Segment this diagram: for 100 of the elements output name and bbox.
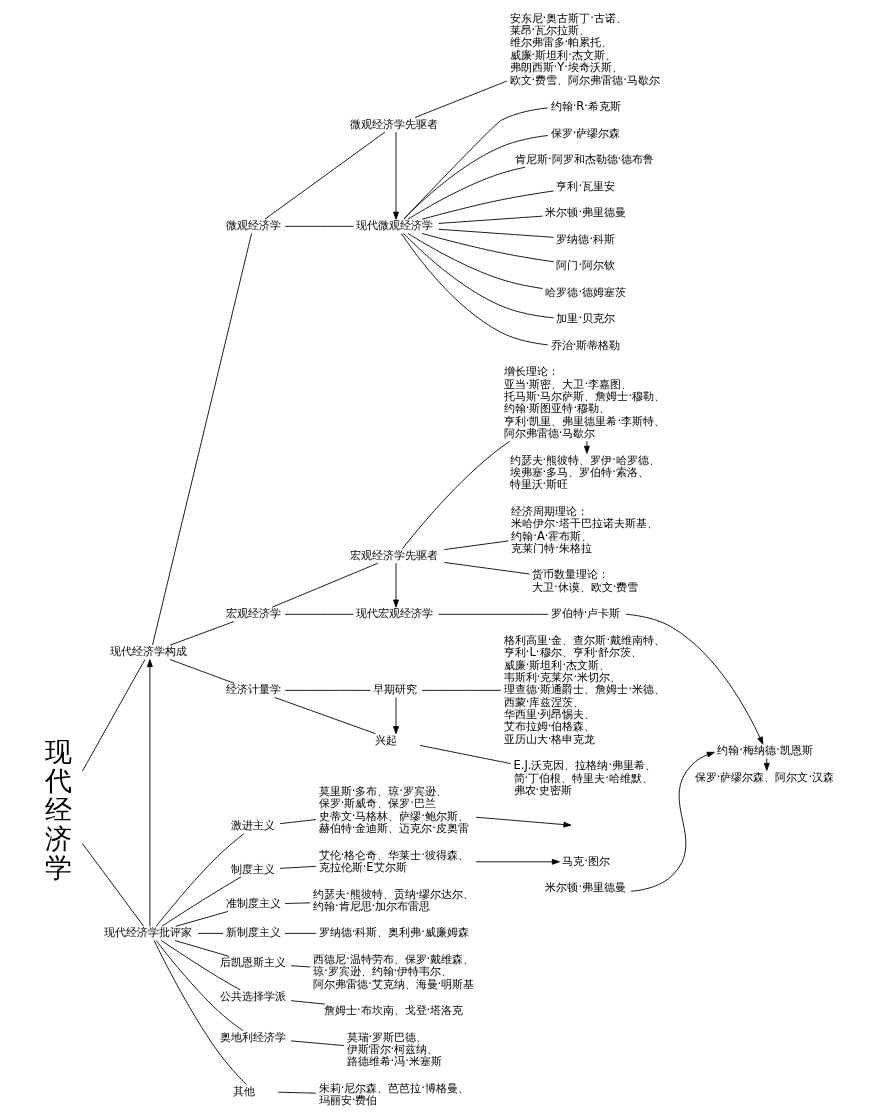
arrow <box>475 816 572 828</box>
connector <box>419 744 512 765</box>
connector <box>284 689 371 691</box>
connector <box>279 819 317 825</box>
connector <box>81 843 145 927</box>
connector <box>271 562 379 608</box>
node-text: 准制度主义 <box>225 896 281 911</box>
arrow <box>475 858 560 865</box>
connector <box>403 233 555 319</box>
connector <box>290 1000 326 1005</box>
connector <box>153 940 247 1085</box>
arrow <box>146 659 153 927</box>
node-text: 罗纳德·科斯、奥利弗·威廉姆森 <box>318 925 469 940</box>
connector <box>161 876 242 927</box>
node-text: 朱莉·尼尔森、芭芭拉·博格曼、玛丽安·费伯 <box>318 1080 469 1108</box>
node-text: 现代经济学 <box>44 735 72 884</box>
arrow <box>393 697 399 735</box>
arrow <box>584 440 590 454</box>
connector <box>277 1091 317 1094</box>
node-text: 约瑟夫·熊彼特、罗伊·哈罗德、埃弗塞·多马、罗伯特·索洛、特里沃·斯旺 <box>509 452 660 492</box>
node-text: 后凯恩斯主义 <box>220 955 287 970</box>
connector <box>414 80 508 118</box>
node-text: 乔治·斯蒂格勒 <box>550 337 621 352</box>
connector <box>284 932 317 934</box>
node-text: 约翰·R·希克斯 <box>550 99 621 114</box>
node-text: 莫里斯·多布、琼·罗宾逊、保罗·斯威奇、保罗·巴兰 史蒂文·马格林、萨缪·鲍尔斯、赫伯特·金迪斯、迈克尔·皮奥雷 <box>318 784 469 836</box>
node-text: 艾伦·格仑奇、华莱士·彼得森、克拉伦斯·E艾尔斯 <box>318 847 469 875</box>
node-text: 保罗·萨缪尔森、阿尔文·汉森 <box>694 769 835 784</box>
connector <box>421 233 555 263</box>
node-text: 兴起 <box>374 732 397 747</box>
connector <box>284 902 311 904</box>
node-text: 加里·贝克尔 <box>556 311 616 326</box>
node-text: 货币数量理论： 大卫·休谟、欧文·费雪 <box>532 567 639 594</box>
node-text: 早期研究 <box>373 682 418 697</box>
connector <box>403 135 549 220</box>
connector <box>438 228 554 238</box>
node-text: 约翰·梅纳德·凯恩斯 <box>717 743 813 758</box>
node-text: 微观经济学先驱者 <box>350 116 439 131</box>
node-text: 其他 <box>232 1083 255 1098</box>
node-text: 制度主义 <box>231 861 276 876</box>
node-text: 安东尼·奥古斯丁·古诺、莱昂·瓦尔拉斯、维尔弗雷多·帕累托、威廉·斯坦利·杰文斯、弗朗西斯·Y·埃奇沃斯、欧文·费雪、阿尔弗雷德·马歇尔 <box>509 10 660 87</box>
node-text: 马克·图尔 <box>562 853 610 868</box>
connector <box>401 440 511 550</box>
connector <box>284 613 354 615</box>
node-text: 阿门·阿尔钦 <box>556 258 616 273</box>
node-text: 新制度主义 <box>225 925 281 940</box>
node-text: 微观经济学 <box>225 218 281 233</box>
arrow <box>393 131 399 220</box>
arrow <box>630 751 715 892</box>
node-text: 经济周期理论： 米哈伊尔·塔干巴拉诺夫斯基、约翰·A·霍布斯、克莱门特·朱格拉 <box>511 503 659 555</box>
connector <box>407 233 544 289</box>
arrow <box>625 613 764 745</box>
connector <box>407 166 526 220</box>
node-text: 增长理论： 亚当·斯密、大卫·李嘉图、托马斯·马尔萨斯、詹姆士·穆勒、约翰·斯图亚特·穆勒、亨利·凯里、弗里德里希·李斯特、阿尔弗雷德·马歇尔 <box>503 364 666 441</box>
node-text: 奥地利经济学 <box>220 1029 287 1044</box>
connector <box>264 131 386 220</box>
connector <box>152 233 252 646</box>
connector <box>290 965 311 968</box>
node-text: 罗纳德·科斯 <box>556 231 616 246</box>
node-text: 宏观经济学 <box>225 606 281 621</box>
node-text: 公共选择学派 <box>220 989 287 1004</box>
node-text: 詹姆士·布坎南、戈登·塔洛克 <box>323 1003 464 1018</box>
connector <box>160 940 241 991</box>
node-text: 现代微观经济学 <box>356 218 434 233</box>
connector <box>169 621 235 646</box>
connector <box>421 689 502 691</box>
node-text: 现代宏观经济学 <box>356 606 434 621</box>
connector <box>197 932 224 934</box>
node-text: 亨利·瓦里安 <box>556 178 616 193</box>
node-text: E.J.沃克因、拉格纳·弗里希、简·丁伯根、特里夫·哈维默、弗农·史密斯 <box>513 758 657 798</box>
node-text: 保罗·萨缪尔森 <box>550 125 621 140</box>
node-text: 罗伯特·卢卡斯 <box>550 606 621 621</box>
connector <box>155 833 245 927</box>
node-text: 经济计量学 <box>225 682 281 697</box>
arrow <box>763 758 770 771</box>
arrow <box>393 562 399 608</box>
connector <box>438 215 543 224</box>
connector <box>274 697 376 735</box>
connector <box>155 940 244 1031</box>
node-text: 西德尼·温特劳布、保罗·戴维森、琼·罗宾逊、约翰·伊特韦尔、阿尔弗雷德·艾克纳、海曼·明斯基 <box>312 951 475 991</box>
node-text: 肯尼斯·阿罗和杰勒德·德布鲁 <box>514 152 655 167</box>
connector <box>438 613 549 615</box>
node-text: 格利高里·金、查尔斯·戴维南特、亨利·L·穆尔、亨利·舒尔茨、威廉·斯坦利·杰文斯、韦斯利·克莱尔·米切尔、理查德·斯通爵士、詹姆士·米德、西蒙·库兹涅茨、华西里·列昂惕夫、艾布拉姆·伯格森、亚历山大·格申克龙 <box>503 632 666 746</box>
node-text: 米尔顿·弗里德曼 <box>545 205 627 220</box>
connector <box>169 659 235 684</box>
node-text: 宏观经济学先驱者 <box>350 548 439 563</box>
connector <box>401 233 549 346</box>
connector <box>403 107 549 220</box>
connector <box>284 225 354 227</box>
node-text: 现代经济学构成 <box>110 644 188 659</box>
node-text: 激进主义 <box>231 818 276 833</box>
node-text: 米尔顿·弗里德曼 <box>545 880 627 895</box>
node-text: 现代经济学批评家 <box>104 925 193 940</box>
connector <box>421 190 555 220</box>
node-text: 莫瑞·罗斯巴德、伊斯雷尔·柯兹纳、路德维希·冯·米塞斯 <box>346 1029 442 1069</box>
connector <box>290 1040 345 1046</box>
connector <box>443 562 530 575</box>
connector <box>81 659 146 772</box>
connector <box>175 910 229 927</box>
connector <box>443 540 509 551</box>
